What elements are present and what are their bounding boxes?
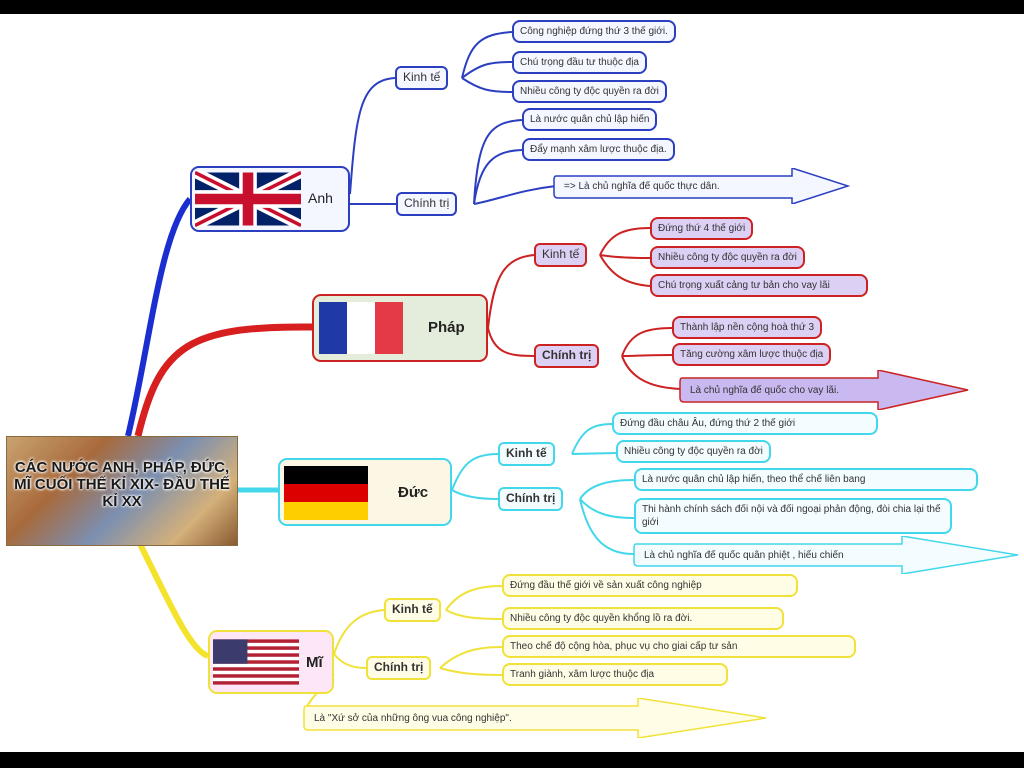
country-node-germany[interactable]: Đức xyxy=(278,458,452,526)
germany-conclusion-text: Là chủ nghĩa đế quốc quân phiệt , hiếu c… xyxy=(644,549,844,561)
uk-conclusion-arrow[interactable]: => Là chủ nghĩa đế quốc thực dân. xyxy=(552,168,850,204)
germany-economy-item[interactable]: Đứng đầu châu Âu, đứng thứ 2 thế giới xyxy=(612,412,878,435)
country-name: Mĩ xyxy=(306,654,323,671)
uk-economy-item[interactable]: Công nghiệp đứng thứ 3 thế giới. xyxy=(512,20,676,43)
germany-politics-item[interactable]: Là nước quân chủ lập hiến, theo thể chế … xyxy=(634,468,978,491)
germany-conclusion-arrow[interactable]: Là chủ nghĩa đế quốc quân phiệt , hiếu c… xyxy=(632,536,1020,574)
france-politics-item[interactable]: Thành lập nền cộng hoà thứ 3 xyxy=(672,316,823,339)
france-conclusion-text: Là chủ nghĩa đế quốc cho vay lãi. xyxy=(690,384,839,396)
arrow-shape xyxy=(633,536,1019,574)
arrow-shape xyxy=(679,370,969,410)
uk-conclusion-text: => Là chủ nghĩa đế quốc thực dân. xyxy=(564,180,720,192)
country-name: Đức xyxy=(398,484,429,501)
france-flag-icon xyxy=(319,302,403,354)
mind-map-canvas: CÁC NƯỚC ANH, PHÁP, ĐỨC, MĨ CUỐI THẾ KỈ … xyxy=(0,14,1024,752)
country-node-france[interactable]: Pháp xyxy=(312,294,488,362)
germany-flag-icon xyxy=(284,466,368,520)
usa-economy-item[interactable]: Nhiều công ty độc quyền khổng lồ ra đời. xyxy=(502,607,784,630)
uk-politics-item[interactable]: Là nước quân chủ lập hiến xyxy=(522,108,658,131)
france-economy-label[interactable]: Kinh tế xyxy=(534,243,588,267)
central-topic[interactable]: CÁC NƯỚC ANH, PHÁP, ĐỨC, MĨ CUỐI THẾ KỈ … xyxy=(6,436,238,546)
france-economy-item[interactable]: Đứng thứ 4 thế giới xyxy=(650,217,754,240)
arrow-shape xyxy=(303,698,767,738)
france-politics-item[interactable]: Tăng cường xâm lược thuộc địa xyxy=(672,343,832,366)
usa-politics-item[interactable]: Tranh giành, xâm lược thuộc địa xyxy=(502,663,728,686)
usa-politics-item[interactable]: Theo chế độ cộng hòa, phục vụ cho giai c… xyxy=(502,635,856,658)
germany-economy-label[interactable]: Kinh tế xyxy=(498,442,555,466)
uk-economy-item[interactable]: Chú trọng đầu tư thuộc địa xyxy=(512,51,647,74)
germany-economy-item[interactable]: Nhiều công ty độc quyền ra đời xyxy=(616,440,771,463)
germany-politics-item[interactable]: Thi hành chính sách đối nội và đối ngoại… xyxy=(634,498,952,534)
country-name: Anh xyxy=(308,190,333,206)
usa-politics-label[interactable]: Chính trị xyxy=(366,656,432,680)
central-topic-title: CÁC NƯỚC ANH, PHÁP, ĐỨC, MĨ CUỐI THẾ KỈ … xyxy=(14,459,230,510)
country-node-usa[interactable]: Mĩ xyxy=(208,630,334,694)
uk-economy-label[interactable]: Kinh tế xyxy=(395,66,449,90)
uk-politics-item[interactable]: Đẩy mạnh xâm lược thuộc địa. xyxy=(522,138,675,161)
usa-economy-label[interactable]: Kinh tế xyxy=(384,598,441,622)
connector-lines xyxy=(125,31,683,715)
germany-politics-label[interactable]: Chính trị xyxy=(498,487,564,511)
country-name: Pháp xyxy=(428,319,465,336)
usa-conclusion-arrow[interactable]: Là "Xứ sở của những ông vua công nghiệp"… xyxy=(302,698,768,738)
france-politics-label[interactable]: Chính trị xyxy=(534,344,600,368)
usa-conclusion-text: Là "Xứ sở của những ông vua công nghiệp"… xyxy=(314,712,512,724)
uk-economy-item[interactable]: Nhiều công ty độc quyền ra đời xyxy=(512,80,667,103)
france-conclusion-arrow[interactable]: Là chủ nghĩa đế quốc cho vay lãi. xyxy=(678,370,970,410)
france-economy-item[interactable]: Chú trọng xuất cảng tư bản cho vay lãi xyxy=(650,274,868,297)
usa-flag-icon xyxy=(213,639,299,685)
usa-economy-item[interactable]: Đứng đầu thế giới về sản xuất công nghiệ… xyxy=(502,574,798,597)
uk-flag-icon xyxy=(195,171,301,227)
uk-politics-label[interactable]: Chính trị xyxy=(396,192,458,216)
arrow-shape xyxy=(553,168,850,204)
france-economy-item[interactable]: Nhiều công ty độc quyền ra đời xyxy=(650,246,805,269)
country-node-uk[interactable]: Anh xyxy=(190,166,350,232)
